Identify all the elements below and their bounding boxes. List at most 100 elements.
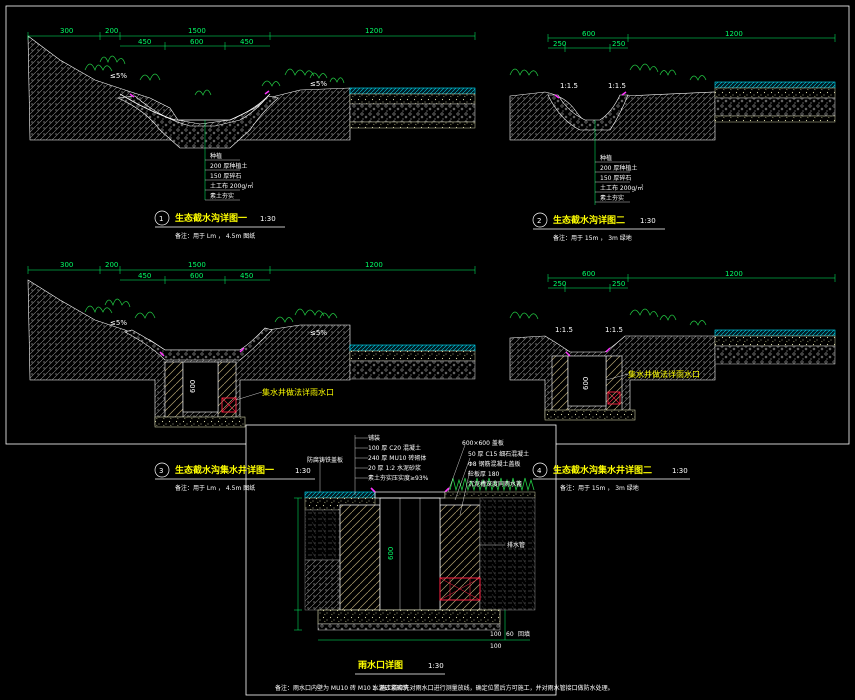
d5-wall-left xyxy=(339,504,381,611)
d5-chamber xyxy=(379,497,441,611)
d5-label-top-4: 素土夯实压实度≥93% xyxy=(368,474,429,482)
d3-dim-6: 1200 xyxy=(365,261,383,269)
d3-number: 3 xyxy=(159,467,163,475)
d4-dim-2: 250 xyxy=(612,280,625,288)
d2-label-0: 种植 xyxy=(600,154,612,162)
d3-outlet-pipe xyxy=(221,397,237,413)
d4-number: 4 xyxy=(537,467,542,475)
d2-note: 备注：用于 15m ， 3m 绿地 xyxy=(553,234,632,242)
d4-dim-0: 250 xyxy=(553,280,566,288)
d3-well-wall-right xyxy=(217,361,237,418)
d5-label-right-1: 50 厚 C15 细石混凝土 xyxy=(468,450,529,458)
d2-dim-3: 1200 xyxy=(725,30,743,38)
d3-dim-3: 450 xyxy=(138,272,151,280)
d3-title: 生态截水沟集水井详图一 xyxy=(175,464,274,476)
d4-dim-3: 1200 xyxy=(725,270,743,278)
d5-grass xyxy=(449,477,535,492)
d4-callout: 集水井做法详雨水口 xyxy=(628,369,700,379)
d5-footer-note: 备注：雨水口内壁为 MU10 砖 M10 水泥砂浆砌筑 xyxy=(275,684,409,692)
d3-dim-4: 600 xyxy=(190,272,203,280)
d5-bottom-dim-0: 100 xyxy=(490,631,502,638)
d5-wall-right xyxy=(439,504,481,611)
d2-slope-left: 1:1.5 xyxy=(560,82,578,90)
d5-scale: 1:30 xyxy=(428,662,444,670)
d2-label-2: 150 厚碎石 xyxy=(600,174,631,182)
d3-note: 备注：用于 Lm ， 4.5m 图纸 xyxy=(175,484,255,492)
d3-depth: 600 xyxy=(189,380,197,393)
d1-label-1: 200 厚种植土 xyxy=(210,162,247,170)
d3-callout: 集水井做法详雨水口 xyxy=(262,387,334,397)
d3-dim-1: 200 xyxy=(105,261,118,269)
d1-slope-left: ≤5% xyxy=(110,72,127,80)
d3-scale: 1:30 xyxy=(295,467,311,475)
d2-dim-2: 250 xyxy=(612,40,625,48)
d5-bottom-dim-3: 回填 xyxy=(518,630,530,638)
detail-2-section: 250 600 250 1200 1:1.5 1:1.5 种植 200 厚种植土… xyxy=(509,30,836,242)
d5-label-right-2: Φ8 钢筋混凝土盖板 xyxy=(468,460,520,468)
d1-vegetation xyxy=(84,55,345,96)
detail-1-section: 300 200 1500 450 600 450 1200 ≤5% ≤5% 种植… xyxy=(27,27,476,240)
d1-dim-2: 1500 xyxy=(188,27,206,35)
d1-dim-3: 450 xyxy=(138,38,151,46)
d1-scale: 1:30 xyxy=(260,215,276,223)
d4-title: 生态截水沟集水井详图二 xyxy=(553,464,652,476)
d1-title: 生态截水沟详图一 xyxy=(175,212,247,224)
d5-side-label: 排水管 xyxy=(507,541,525,549)
detail-4-section: 250 600 250 1200 1:1.5 1:1.5 600 集水井做法详雨… xyxy=(509,270,836,492)
d4-note: 备注：用于 15m ， 3m 绿地 xyxy=(560,484,639,492)
d1-slope-right: ≤5% xyxy=(310,80,327,88)
d2-label-4: 素土夯实 xyxy=(600,194,624,202)
d1-paving xyxy=(349,87,476,95)
detail-5-raingully: 铺装 100 厚 C20 混凝土 240 厚 MU10 砖砌体 20 厚 1:2… xyxy=(275,434,614,692)
d4-slope-right: 1:1.5 xyxy=(605,326,623,334)
d1-label-0: 种植 xyxy=(210,152,222,160)
d3-slope-right: ≤5% xyxy=(310,329,327,337)
d5-label-right-3: 砼板厚 180 xyxy=(468,470,500,478)
d5-label-top-2: 240 厚 MU10 砖砌体 xyxy=(368,454,426,462)
d1-dim-4: 600 xyxy=(190,38,203,46)
d1-dim-6: 1200 xyxy=(365,27,383,35)
d5-bottom-dim-2: 100 xyxy=(490,643,502,650)
d5-label-top-3: 20 厚 1:2 水泥砂浆 xyxy=(368,464,421,472)
d1-note: 备注：用于 Lm ， 4.5m 图纸 xyxy=(175,232,255,240)
d5-label-right-0: 600×600 盖板 xyxy=(462,439,504,447)
d2-scale: 1:30 xyxy=(640,217,656,225)
d1-label-3: 土工布 200g/㎡ xyxy=(210,182,253,190)
d1-dim-0: 300 xyxy=(60,27,73,35)
d1-number: 1 xyxy=(159,215,163,223)
d3-dim-2: 1500 xyxy=(188,261,206,269)
d1-hillside xyxy=(27,35,351,141)
d2-title: 生态截水沟详图二 xyxy=(553,214,625,226)
d2-slope-right: 1:1.5 xyxy=(608,82,626,90)
d2-dim-1: 600 xyxy=(582,30,595,38)
d3-slope-left: ≤5% xyxy=(110,319,127,327)
d3-dim-5: 450 xyxy=(240,272,253,280)
d2-dim-0: 250 xyxy=(553,40,566,48)
d5-bottom-dim-1: 60 xyxy=(506,631,514,638)
d5-outlet-pipe xyxy=(439,577,481,601)
d2-number: 2 xyxy=(537,217,541,225)
d5-label-right-4: 沉泥槽深度同雨水篦 xyxy=(468,480,522,488)
d3-well-wall-left xyxy=(164,361,184,418)
d4-slope-left: 1:1.5 xyxy=(555,326,573,334)
d4-depth: 600 xyxy=(582,377,590,390)
detail-3-section: 300 200 1500 450 600 450 1200 ≤5% ≤5% 60… xyxy=(27,261,476,492)
d4-scale: 1:30 xyxy=(672,467,688,475)
d3-dim-0: 300 xyxy=(60,261,73,269)
d1-dim-5: 450 xyxy=(240,38,253,46)
d2-label-1: 200 厚种植土 xyxy=(600,164,637,172)
d5-label-top-0: 铺装 xyxy=(368,434,380,442)
d1-dim-1: 200 xyxy=(105,27,118,35)
d1-channel-gravel xyxy=(116,95,279,149)
d5-title: 雨水口详图 xyxy=(358,659,403,671)
d1-label-2: 150 厚碎石 xyxy=(210,172,241,180)
d5-note-left: 防腐铸铁盖板 xyxy=(307,456,343,464)
d5-depth: 600 xyxy=(387,547,395,560)
d5-label-top-1: 100 厚 C20 混凝土 xyxy=(368,444,421,452)
d1-label-4: 素土夯实 xyxy=(210,192,234,200)
d5-footer-note2: 1. 施工前应先对雨水口进行测量放线，确定位置后方可施工，并对雨水管接口做防水处… xyxy=(372,684,614,692)
d2-label-3: 土工布 200g/㎡ xyxy=(600,184,643,192)
d1-number-circle xyxy=(154,210,170,226)
d4-dim-1: 600 xyxy=(582,270,595,278)
